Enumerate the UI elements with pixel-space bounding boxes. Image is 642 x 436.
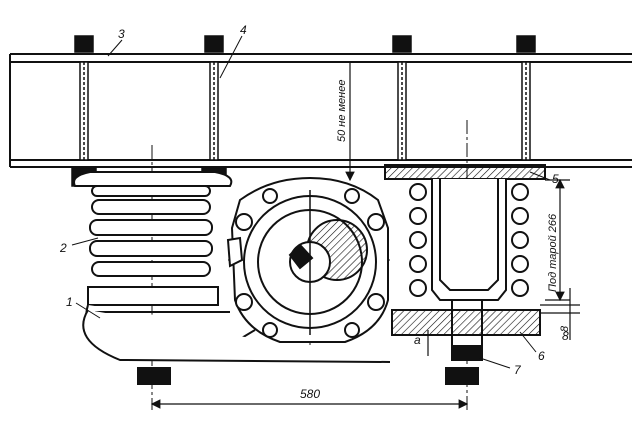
callout-3: 3	[118, 27, 125, 41]
dimension-gap	[540, 288, 580, 340]
dimension-gap-label: 8	[559, 325, 571, 332]
callout-2: 2	[59, 241, 67, 255]
bolt-4	[516, 35, 536, 161]
bolt-1	[71, 35, 97, 187]
dimension-clearance-label: 50 не менее	[336, 80, 348, 142]
callout-8: 8	[562, 329, 569, 343]
callout-6: 6	[538, 349, 545, 363]
dimension-580-label: 580	[300, 387, 320, 401]
shock-absorber	[226, 176, 389, 343]
callout-4: 4	[240, 23, 247, 37]
left-coil-spring	[73, 171, 233, 277]
dimension-a-label: a	[414, 333, 421, 347]
dimension-height-label: Под тарой 266	[547, 213, 559, 292]
right-coil-spring	[384, 164, 546, 385]
bolt-3	[392, 35, 412, 161]
callout-7: 7	[514, 363, 522, 377]
bolt	[71, 35, 536, 187]
callout-5: 5	[552, 172, 559, 186]
leader-lines	[71, 35, 551, 369]
callout-1: 1	[66, 295, 73, 309]
bolt-2	[201, 35, 227, 187]
spring-seat	[82, 286, 391, 385]
frame-beam	[9, 53, 632, 168]
